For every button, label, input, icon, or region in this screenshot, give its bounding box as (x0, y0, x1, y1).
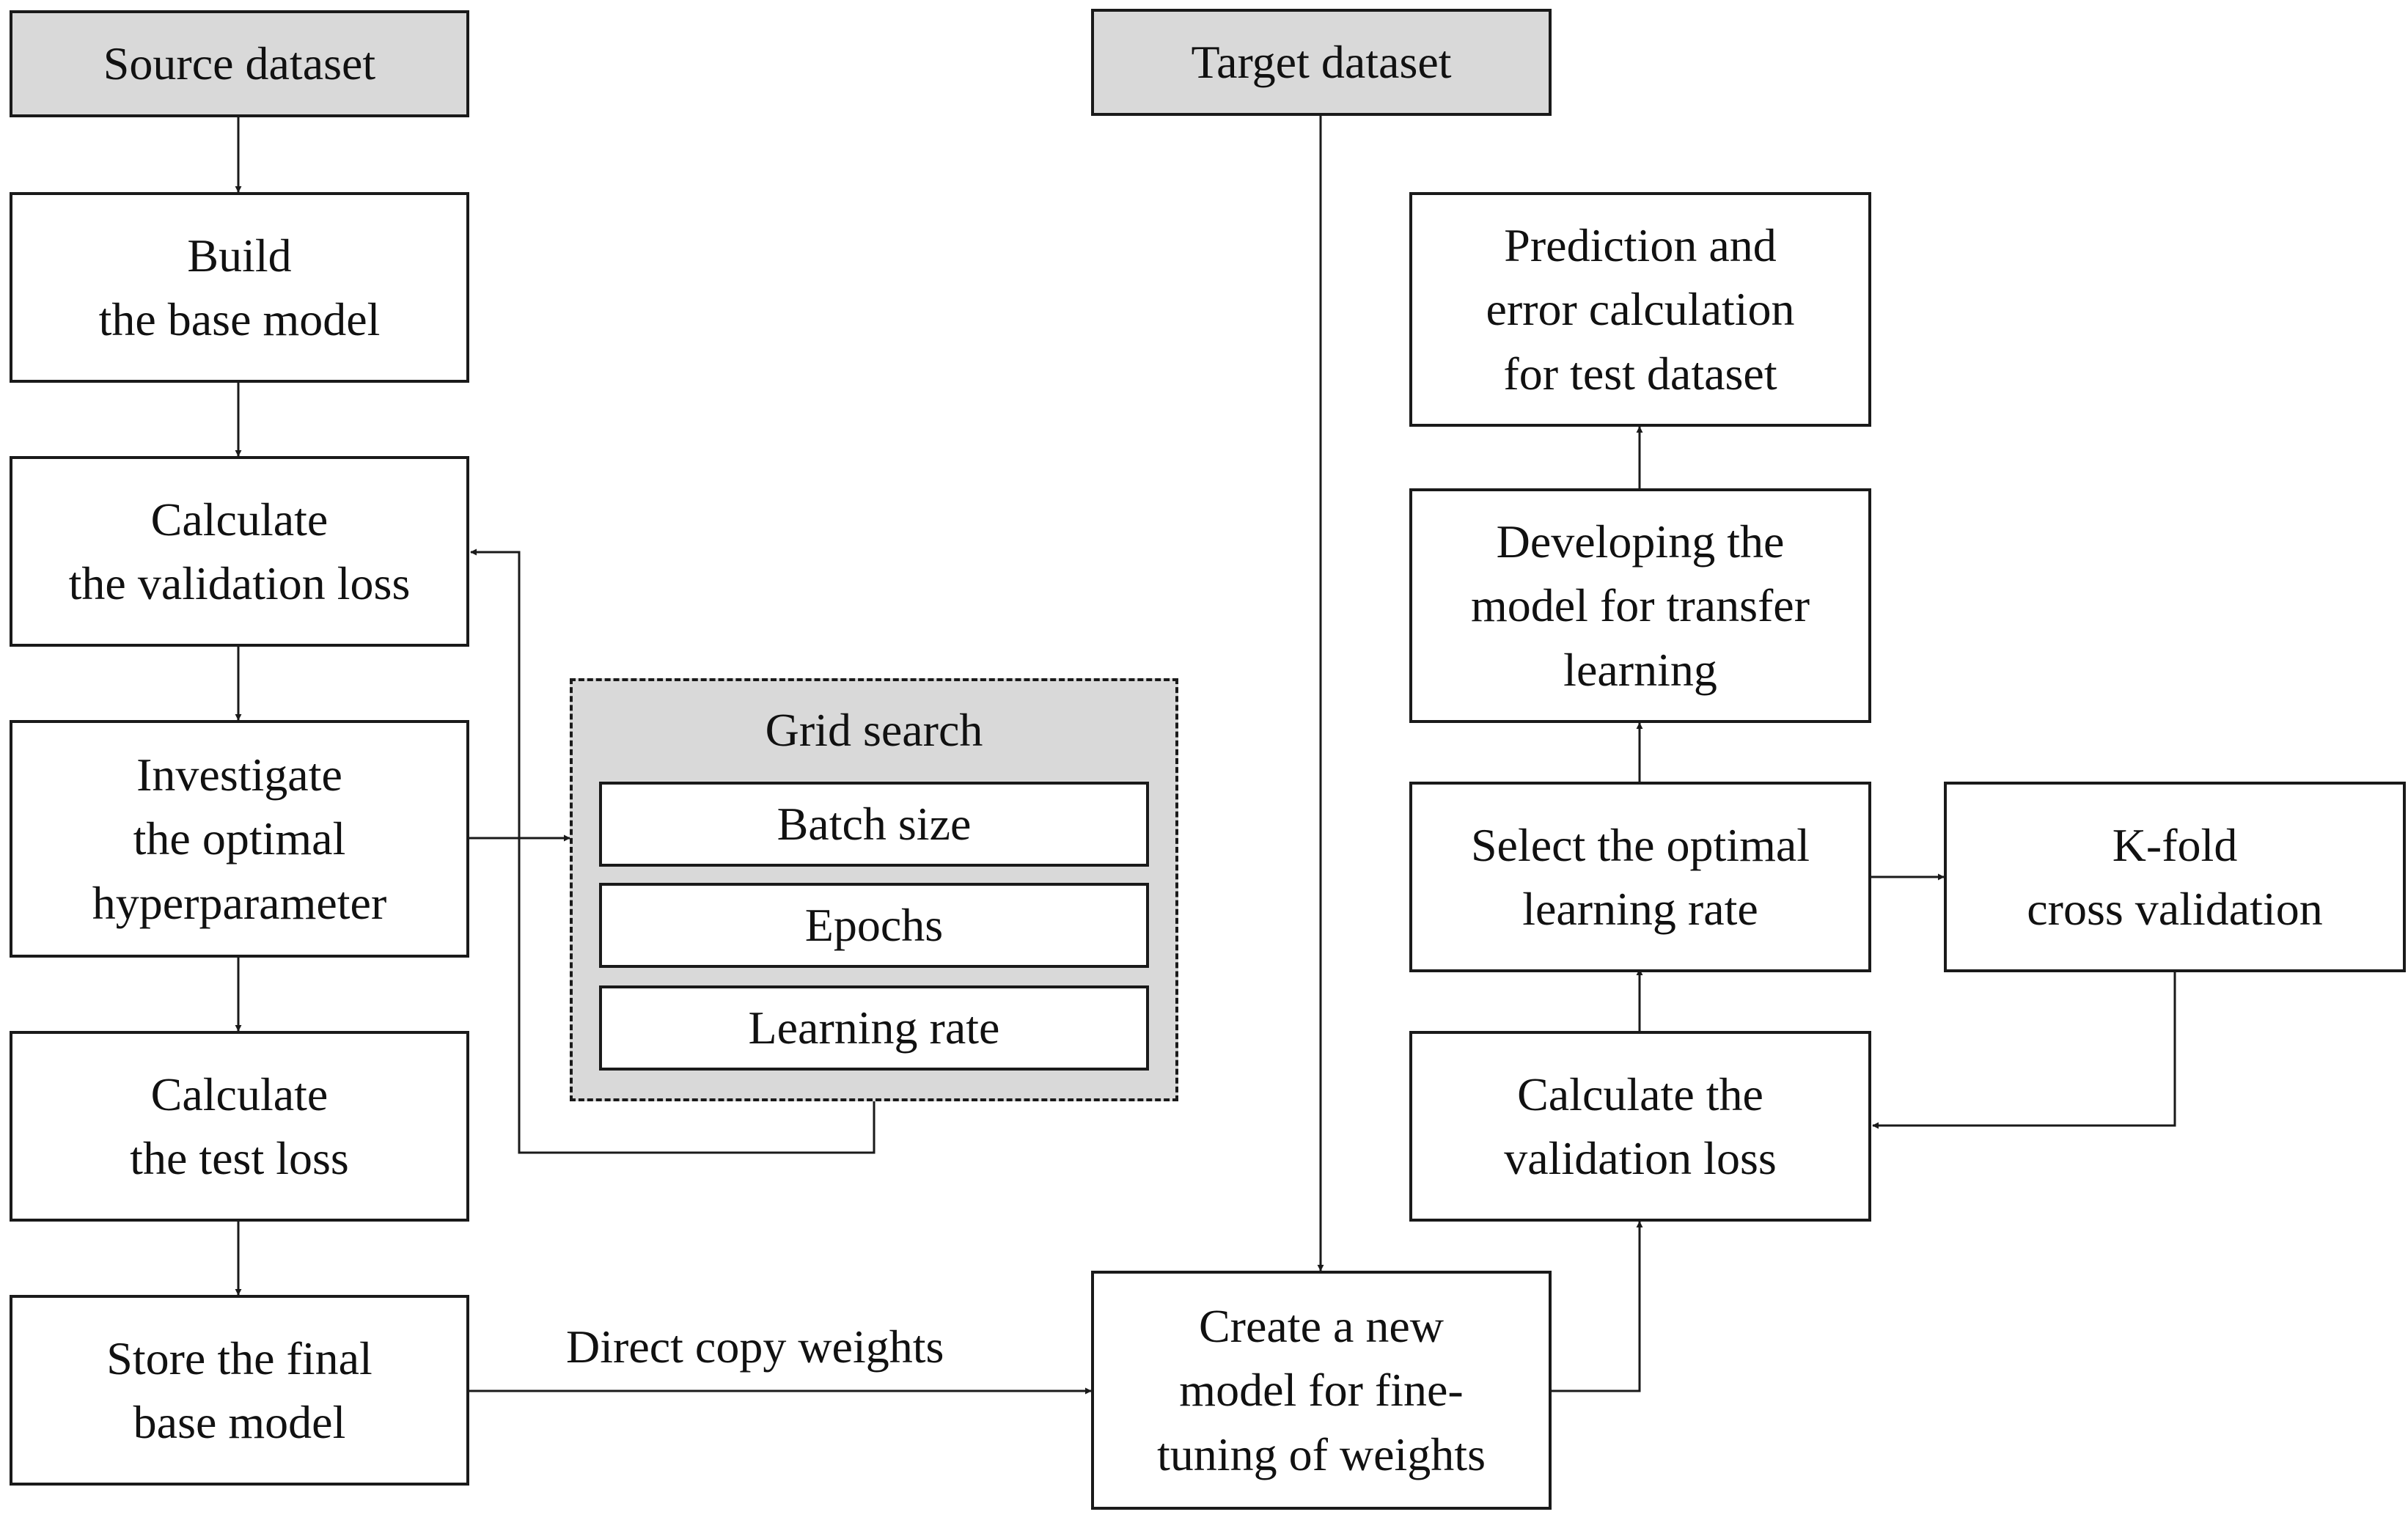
arrow-create-to-calcval-right (1552, 1221, 1643, 1392)
grid-item-learning-rate: Learning rate (599, 985, 1149, 1071)
arrow-grid-to-calcval (470, 548, 876, 1154)
kfold-cross-validation-box: K-fold cross validation (1944, 782, 2406, 972)
develop-transfer-model-box: Developing the model for transfer learni… (1409, 488, 1871, 723)
store-final-model-box: Store the final base model (10, 1295, 469, 1486)
copy-weights-label: Direct copy weights (566, 1321, 944, 1373)
select-learning-rate-box: Select the optimal learning rate (1409, 782, 1871, 972)
prediction-error-box: Prediction and error calculation for tes… (1409, 192, 1871, 427)
calc-validation-loss-left-box: Calculate the validation loss (10, 456, 469, 647)
target-dataset-box: Target dataset (1091, 9, 1552, 116)
build-base-model-box: Build the base model (10, 192, 469, 383)
investigate-hyperparameter-box: Investigate the optimal hyperparameter (10, 720, 469, 958)
grid-item-epochs: Epochs (599, 883, 1149, 968)
arrow-kfold-to-calcval (1872, 972, 2176, 1129)
grid-search-title: Grid search (765, 704, 983, 756)
calc-validation-loss-right-box: Calculate the validation loss (1409, 1031, 1871, 1222)
create-new-model-box: Create a new model for fine- tuning of w… (1091, 1271, 1552, 1510)
source-dataset-box: Source dataset (10, 10, 469, 117)
grid-item-batch-size: Batch size (599, 782, 1149, 867)
calc-test-loss-box: Calculate the test loss (10, 1031, 469, 1222)
